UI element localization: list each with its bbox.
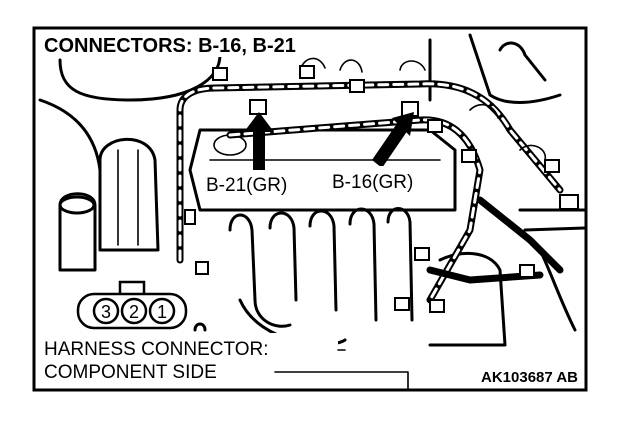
arrow-b16-shaft — [372, 122, 408, 168]
connector-block — [184, 209, 196, 225]
callout-b21-label: B-21(GR) — [206, 175, 287, 196]
connector-block — [212, 67, 228, 81]
figure-code: AK103687 AB — [481, 369, 578, 386]
diagram-title: CONNECTORS: B-16, B-21 — [44, 35, 296, 57]
connector-block — [429, 299, 445, 313]
connector-block — [394, 297, 410, 311]
arrow-b21-head — [244, 112, 274, 132]
harness-connectors — [184, 65, 579, 313]
pin-label: 1 — [157, 302, 167, 322]
pin-label: 3 — [101, 302, 111, 322]
wiring-harness — [176, 57, 564, 304]
connector-block — [559, 194, 579, 210]
connector-block — [414, 247, 430, 261]
harness-connector-symbol: 3 2 1 — [76, 280, 188, 330]
component-side-label: COMPONENT SIDE — [44, 362, 217, 383]
arrow-b21-shaft — [253, 128, 265, 172]
harness-connector-label: HARNESS CONNECTOR: — [44, 339, 269, 360]
callout-arrows — [244, 112, 414, 172]
connector-block — [299, 65, 315, 79]
connector-block — [461, 149, 477, 163]
pin-label: 2 — [129, 302, 139, 322]
connector-block — [195, 261, 209, 275]
arrow-b16-head — [392, 112, 414, 136]
connector-block — [544, 159, 560, 173]
connector-block — [427, 119, 443, 133]
connector-block — [249, 99, 267, 115]
connector-block — [349, 79, 365, 93]
callout-b16-label: B-16(GR) — [332, 172, 413, 193]
connector-block — [519, 264, 535, 278]
